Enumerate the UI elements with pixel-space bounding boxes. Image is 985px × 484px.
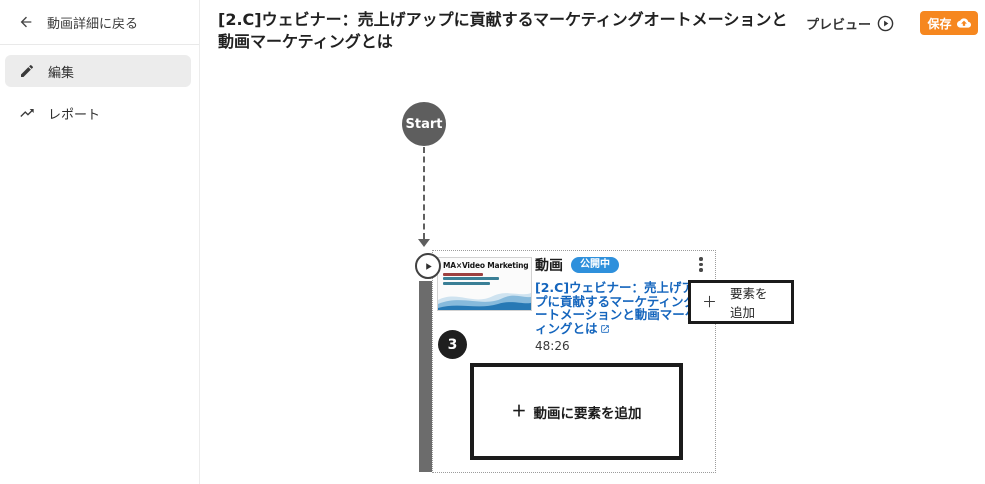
- start-label: Start: [405, 116, 443, 132]
- video-thumbnail[interactable]: MA×Video Marketing: [437, 257, 532, 311]
- element-count: 3: [447, 336, 458, 353]
- thumbnail-text-bar: [443, 277, 499, 280]
- card-menu-kebab-icon[interactable]: [695, 257, 707, 277]
- add-video-element-button[interactable]: ＋ 動画に要素を追加: [470, 363, 683, 460]
- video-track-bar: [419, 281, 432, 472]
- preview-label: プレビュー: [806, 17, 872, 33]
- add-video-element-label: 動画に要素を追加: [533, 405, 642, 422]
- status-badge: 公開中: [571, 257, 619, 273]
- plus-icon: ＋: [511, 402, 527, 420]
- cloud-upload-icon: [956, 18, 971, 28]
- video-duration: 48:26: [535, 339, 570, 353]
- sidebar-item-edit[interactable]: 編集: [5, 55, 191, 87]
- sidebar: 動画詳細に戻る 編集 レポート: [0, 0, 200, 484]
- thumbnail-title: MA×Video Marketing: [443, 261, 529, 270]
- node-type-label: 動画: [535, 258, 563, 274]
- add-element-label: 要素を追加: [730, 286, 768, 320]
- pencil-icon: [21, 64, 34, 77]
- play-icon[interactable]: [415, 253, 441, 279]
- element-count-badge: 3: [438, 330, 467, 359]
- thumbnail-text-bar: [443, 272, 483, 276]
- thumbnail-wave-graphic: [438, 292, 531, 310]
- start-node[interactable]: Start: [402, 102, 446, 146]
- back-to-video-details[interactable]: 動画詳細に戻る: [0, 0, 199, 45]
- save-label: 保存: [927, 16, 952, 31]
- video-title-link[interactable]: [2.C]ウェビナー：売上げアップに貢献するマーケティングオートメーションと動画…: [535, 281, 711, 335]
- plus-icon: ＋: [702, 292, 718, 311]
- back-label: 動画詳細に戻る: [47, 16, 139, 32]
- trending-up-icon: [20, 109, 34, 117]
- preview-button[interactable]: プレビュー: [806, 12, 894, 34]
- flow-connector-line: [423, 147, 425, 239]
- sidebar-item-report[interactable]: レポート: [5, 97, 191, 129]
- page-title: [2.C]ウェビナー：売上げアップに貢献するマーケティングオートメーションと動画…: [218, 10, 788, 51]
- video-card-content: 動画 公開中 [2.C]ウェビナー：売上げアップに貢献するマーケティングオートメ…: [535, 255, 711, 353]
- save-button[interactable]: 保存: [920, 11, 978, 35]
- thumbnail-text-bar: [443, 281, 490, 285]
- video-title-text: [2.C]ウェビナー：売上げアップに貢献するマーケティングオートメーションと動画…: [535, 280, 710, 336]
- flow-connector-arrow: [418, 239, 430, 247]
- add-element-button[interactable]: ＋ 要素を追加: [688, 280, 794, 324]
- play-circle-icon: [877, 15, 894, 31]
- back-arrow-icon: [20, 16, 32, 28]
- external-link-icon: [600, 324, 609, 333]
- sidebar-item-label: レポート: [48, 107, 101, 123]
- sidebar-item-label: 編集: [48, 65, 75, 81]
